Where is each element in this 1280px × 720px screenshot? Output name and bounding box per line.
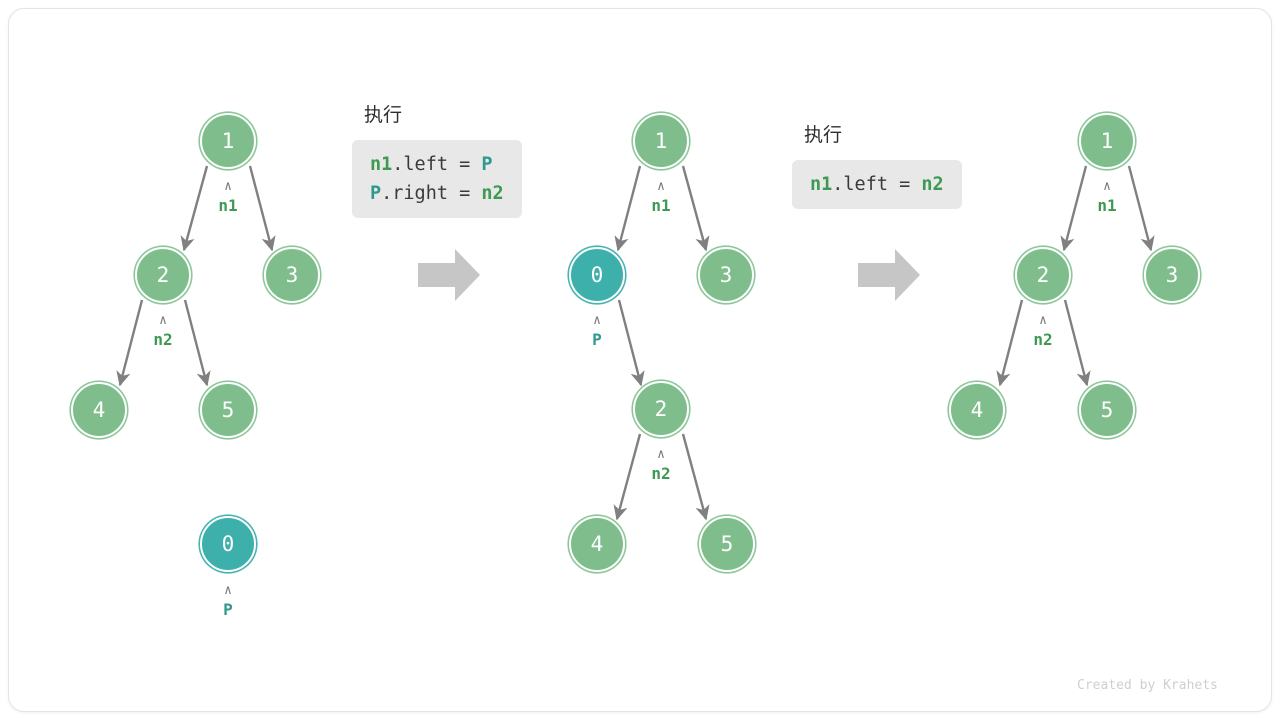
caret-icon: ∧ (657, 179, 665, 194)
tree2-pointer-n1: ∧ n1 (651, 180, 670, 215)
caret-icon: ∧ (224, 583, 232, 598)
tree2-node-3[interactable]: 3 (698, 247, 754, 303)
tree3-node-5[interactable]: 5 (1079, 382, 1135, 438)
tree3-pointer-n2: ∧ n2 (1033, 314, 1052, 349)
pointer-label-n2: n2 (153, 330, 173, 349)
tree2-pointer-p: ∧ P (592, 314, 602, 349)
code1-caption: 执行 (364, 104, 403, 126)
code2-line1-token-n1: n1 (810, 174, 833, 195)
caret-icon: ∧ (224, 179, 232, 194)
pointer-label-n1: n1 (218, 196, 238, 215)
tree1-pointer-p: ∧ P (223, 584, 233, 619)
caret-icon: ∧ (657, 447, 665, 462)
tree1-pointer-n1: ∧ n1 (218, 180, 237, 215)
tree1-node-1[interactable]: 1 (200, 113, 256, 169)
tree1-node-0[interactable]: 0 (200, 516, 256, 572)
code2-line1-token-n2: n2 (921, 174, 944, 195)
code1-line2-token-n2: n2 (481, 183, 504, 204)
caret-icon: ∧ (159, 313, 167, 328)
caret-icon: ∧ (1103, 179, 1111, 194)
code2-block: n1.left = n2 (792, 160, 962, 209)
tree1-node-2[interactable]: 2 (135, 247, 191, 303)
pointer-label-n2: n2 (651, 464, 671, 483)
code2-line1-token-op: .left = (832, 174, 922, 195)
tree3-pointer-n1: ∧ n1 (1097, 180, 1116, 215)
tree2-node-1[interactable]: 1 (633, 113, 689, 169)
pointer-label-n1: n1 (1097, 196, 1117, 215)
pointer-label-p: P (592, 330, 602, 349)
tree3-node-2[interactable]: 2 (1015, 247, 1071, 303)
tree1-node-4[interactable]: 4 (71, 382, 127, 438)
footer-credit: Created by Krahets (1077, 678, 1218, 693)
code1-line2-token-p: P (370, 183, 382, 204)
code1-block: n1.left = P P.right = n2 (352, 140, 522, 218)
code1-line1-token-p: P (481, 154, 493, 175)
pointer-label-p: P (223, 600, 233, 619)
tree2-pointer-n2: ∧ n2 (651, 448, 670, 483)
pointer-label-n2: n2 (1033, 330, 1053, 349)
code1-line2-token-op: .right = (381, 183, 482, 204)
tree2-node-2[interactable]: 2 (633, 381, 689, 437)
figure-card (8, 8, 1272, 712)
tree2-node-4[interactable]: 4 (569, 516, 625, 572)
tree1-node-3[interactable]: 3 (264, 247, 320, 303)
code1-line1-token-n1: n1 (370, 154, 393, 175)
tree3-node-1[interactable]: 1 (1079, 113, 1135, 169)
code1-line1-token-op: .left = (392, 154, 482, 175)
tree1-node-5[interactable]: 5 (200, 382, 256, 438)
tree1-pointer-n2: ∧ n2 (153, 314, 172, 349)
tree3-node-4[interactable]: 4 (949, 382, 1005, 438)
caret-icon: ∧ (1039, 313, 1047, 328)
caret-icon: ∧ (593, 313, 601, 328)
tree2-node-5[interactable]: 5 (699, 516, 755, 572)
tree2-node-0[interactable]: 0 (569, 247, 625, 303)
code2-caption: 执行 (804, 124, 843, 146)
pointer-label-n1: n1 (651, 196, 671, 215)
tree3-node-3[interactable]: 3 (1144, 247, 1200, 303)
